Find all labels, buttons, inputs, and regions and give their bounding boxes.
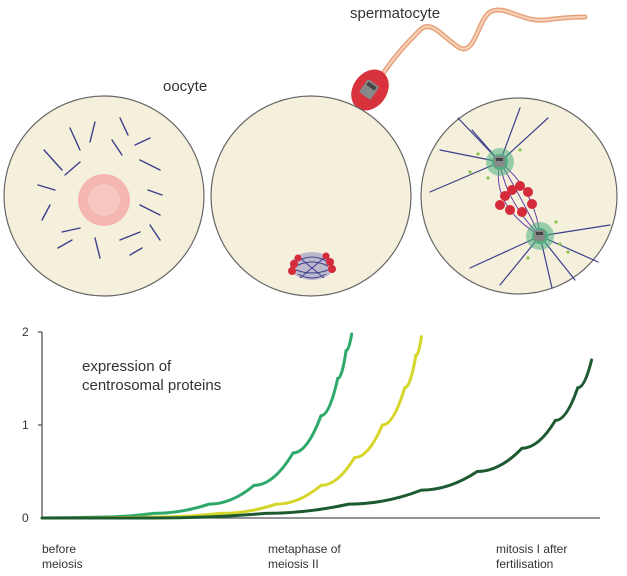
cell-oocyte-metaphase (210, 95, 412, 297)
meiotic-spindle (288, 252, 336, 280)
label-spermatocyte: spermatocyte (350, 5, 441, 22)
x-label-metaphase-2: meiosis II (268, 557, 319, 571)
x-label-mitosis-2: fertilisation (496, 557, 554, 571)
graph-title-line2: centrosomal proteins (82, 377, 222, 394)
sperm-head (351, 69, 389, 111)
graph-title-line1: expression of (82, 358, 172, 375)
x-label-mitosis-1: mitosis I after (496, 542, 568, 556)
x-label-metaphase-1: metaphase of (268, 542, 341, 556)
y-tick-label-0: 0 (22, 511, 29, 525)
x-label-before-meiosis-2: meiosis (42, 557, 83, 571)
series-line-3 (40, 358, 594, 520)
series-layer (40, 332, 594, 520)
cell-zygote-mitosis (420, 97, 618, 295)
centrosome-top (486, 148, 514, 176)
cell-oocyte-early (3, 95, 205, 297)
y-tick-label-1: 1 (22, 418, 29, 432)
microtubules (37, 117, 163, 259)
chromosomes (495, 181, 537, 217)
x-label-before-meiosis-1: before (42, 542, 77, 556)
centrosome-bottom (526, 222, 554, 250)
label-oocyte: oocyte (163, 78, 208, 95)
sperm-tail-highlight (379, 9, 586, 79)
y-tick-label-2: 2 (22, 325, 29, 339)
